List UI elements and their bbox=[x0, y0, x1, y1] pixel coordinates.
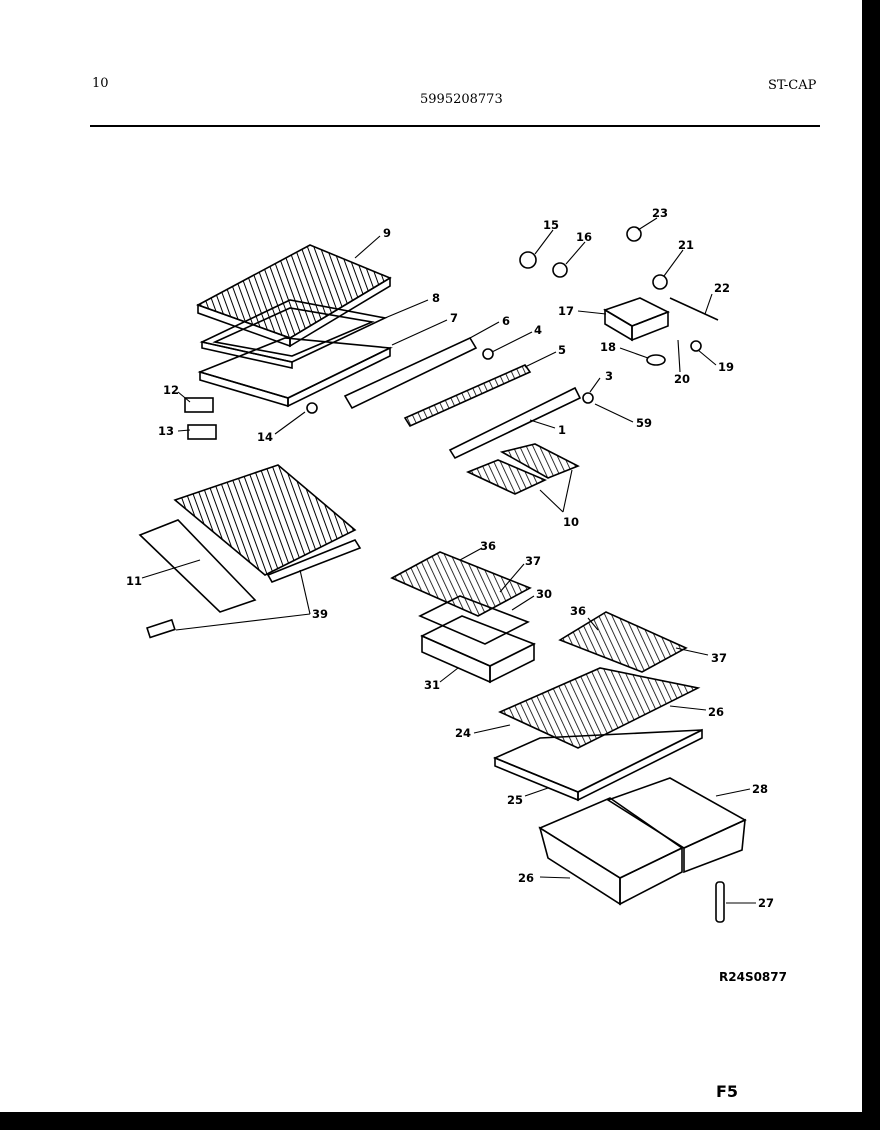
callout-3: 3 bbox=[605, 369, 613, 383]
callout-10: 10 bbox=[563, 515, 579, 529]
control-housing-part-17 bbox=[603, 297, 670, 342]
ice-trays-part-10 bbox=[465, 443, 580, 495]
rail-part-5 bbox=[403, 364, 532, 428]
part-19 bbox=[690, 340, 702, 352]
callout-21: 21 bbox=[678, 238, 694, 252]
callout-25: 25 bbox=[507, 793, 523, 807]
small-shelf-part-36 bbox=[390, 551, 532, 617]
callout-4: 4 bbox=[534, 323, 542, 337]
shelf-plate-part-7 bbox=[197, 337, 393, 408]
callout-1: 1 bbox=[558, 423, 566, 437]
callout-27: 27 bbox=[758, 896, 774, 910]
callout-26-upper: 26 bbox=[708, 705, 724, 719]
bracket-part-6 bbox=[343, 336, 478, 410]
rail-part-1 bbox=[448, 386, 582, 460]
callout-9: 9 bbox=[383, 226, 391, 240]
callout-17: 17 bbox=[558, 304, 574, 318]
callout-16: 16 bbox=[576, 230, 592, 244]
crisper-drawer-part-28-right bbox=[606, 777, 747, 874]
part-3 bbox=[582, 392, 594, 404]
exploded-parts-diagram: 9 8 7 6 4 5 3 59 1 10 12 13 14 15 16 23 … bbox=[126, 206, 774, 923]
page-code: F5 bbox=[716, 1082, 739, 1101]
leader-lines bbox=[141, 217, 756, 904]
page-number: 10 bbox=[92, 76, 109, 91]
crisper-drawer-part-28-left bbox=[538, 797, 684, 906]
header-rule bbox=[90, 125, 820, 127]
part-16 bbox=[552, 262, 568, 278]
callout-labels: 9 8 7 6 4 5 3 59 1 10 12 13 14 15 16 23 … bbox=[126, 206, 774, 910]
callout-24: 24 bbox=[455, 726, 471, 740]
parts-catalog-page: 10 5995208773 ST-CAP bbox=[0, 0, 862, 1112]
part-23 bbox=[626, 226, 642, 242]
diagram-reference: R24S0877 bbox=[719, 970, 787, 984]
callout-20: 20 bbox=[674, 372, 690, 386]
callout-18: 18 bbox=[600, 340, 616, 354]
callout-28: 28 bbox=[752, 782, 768, 796]
callout-14: 14 bbox=[257, 430, 273, 444]
part-18 bbox=[646, 354, 666, 366]
freezer-shelf-part-9 bbox=[196, 244, 392, 348]
cover-part-30 bbox=[418, 595, 530, 645]
part-15 bbox=[519, 251, 537, 269]
part-14 bbox=[306, 402, 318, 414]
part-12 bbox=[184, 397, 214, 413]
model-code: ST-CAP bbox=[768, 78, 817, 93]
callout-11: 11 bbox=[126, 574, 142, 588]
part-13 bbox=[187, 424, 217, 440]
part-27 bbox=[715, 881, 725, 923]
drawer-part-31 bbox=[420, 615, 536, 684]
callout-19: 19 bbox=[718, 360, 734, 374]
callout-26-lower: 26 bbox=[518, 871, 534, 885]
callout-13: 13 bbox=[158, 424, 174, 438]
callout-8: 8 bbox=[432, 291, 440, 305]
shelf-part-36-right bbox=[558, 611, 688, 673]
callout-37-lower: 37 bbox=[711, 651, 727, 665]
part-4 bbox=[482, 348, 494, 360]
callout-36-lower: 36 bbox=[570, 604, 586, 618]
callout-31: 31 bbox=[424, 678, 440, 692]
callout-5: 5 bbox=[558, 343, 566, 357]
part-21 bbox=[652, 274, 668, 290]
callout-36-upper: 36 bbox=[480, 539, 496, 553]
callout-15: 15 bbox=[543, 218, 559, 232]
part-number: 5995208773 bbox=[420, 92, 503, 107]
callout-22: 22 bbox=[714, 281, 730, 295]
callout-7: 7 bbox=[450, 311, 458, 325]
callout-37-upper: 37 bbox=[525, 554, 541, 568]
part-22 bbox=[669, 297, 719, 321]
callout-30: 30 bbox=[536, 587, 552, 601]
crisper-cover-part-25 bbox=[492, 728, 703, 802]
glass-shelf-part-26 bbox=[498, 667, 701, 749]
callout-39: 39 bbox=[312, 607, 328, 621]
callout-23: 23 bbox=[652, 206, 668, 220]
callout-12: 12 bbox=[163, 383, 179, 397]
wire-shelf-part-11 bbox=[138, 464, 362, 613]
handle-part-39 bbox=[146, 618, 176, 639]
callout-59: 59 bbox=[636, 416, 652, 430]
callout-6: 6 bbox=[502, 314, 510, 328]
